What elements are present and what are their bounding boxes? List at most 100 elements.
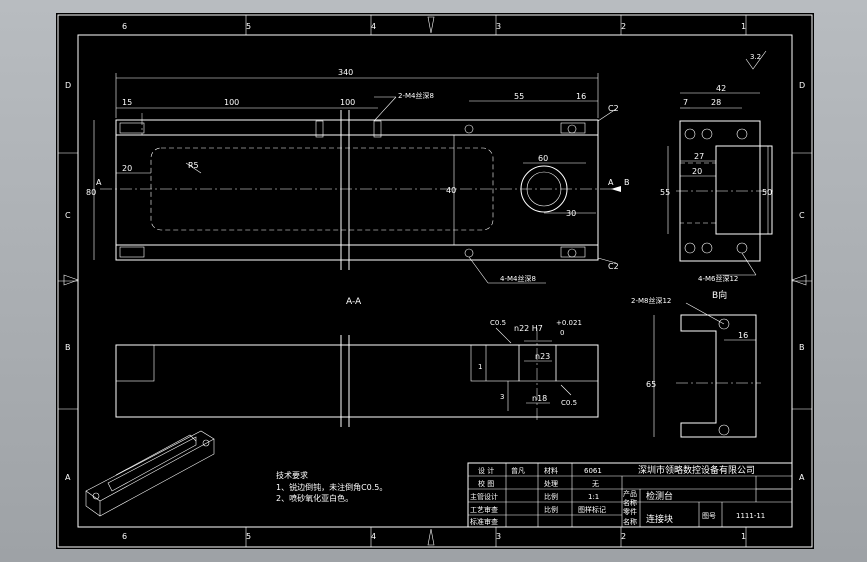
zone-labels: 6 5 4 3 2 1 6 5 4 3 2 1 D C B A D C B A <box>65 22 805 541</box>
dim-60: 60 <box>538 154 548 163</box>
tech-line: 2、喷砂氧化亚白色。 <box>276 493 353 503</box>
row-label: A <box>799 473 805 482</box>
tech-requirements: 技术要求 1、锐边倒钝，未注倒角C0.5。 2、喷砂氧化亚白色。 <box>276 470 387 503</box>
svg-text:图样标记: 图样标记 <box>578 505 606 514</box>
dim-20: 20 <box>692 167 702 176</box>
svg-text:主管设计: 主管设计 <box>470 492 498 501</box>
tech-title: 技术要求 <box>276 470 308 480</box>
col-label: 3 <box>496 532 501 541</box>
svg-text:名称: 名称 <box>623 517 637 526</box>
title-block: 深圳市领略数控设备有限公司 设 计 曾凡 材料 6061 校 图 处理 无 主管… <box>467 462 793 528</box>
dim-tol-upper: +0.021 <box>556 319 582 327</box>
svg-text:3.2: 3.2 <box>750 53 761 61</box>
dim-15: 15 <box>122 98 132 107</box>
dim-tol-lower: 0 <box>560 329 564 337</box>
svg-text:工艺审查: 工艺审查 <box>470 505 498 514</box>
chamfer-c2: C2 <box>608 262 619 271</box>
svg-text:处理: 处理 <box>544 479 558 488</box>
dim-r5: R5 <box>188 161 199 170</box>
dim-30: 30 <box>566 209 576 218</box>
dim-bore: n22 H7 <box>514 324 543 333</box>
row-label: B <box>65 343 71 352</box>
cad-drawing: 6 5 4 3 2 1 6 5 4 3 2 1 D C B A D C B A … <box>57 14 813 548</box>
front-view: 340 15 100 100 55 16 20 R5 60 30 80 40 2… <box>86 68 630 284</box>
dim-80: 80 <box>86 188 96 197</box>
svg-text:6061: 6061 <box>584 467 602 475</box>
tech-line: 1、锐边倒钝，未注倒角C0.5。 <box>276 482 387 492</box>
col-label: 1 <box>741 22 746 31</box>
chamfer-c05: C0.5 <box>490 319 506 327</box>
isometric-view <box>85 430 215 517</box>
svg-text:产品: 产品 <box>623 489 637 498</box>
dim-20: 20 <box>122 164 132 173</box>
col-label: 5 <box>246 532 251 541</box>
dim-1: 1 <box>478 363 482 371</box>
part-name: 连接块 <box>646 513 673 525</box>
part-number: 1111-11 <box>736 512 765 520</box>
view-arrow <box>611 186 621 192</box>
col-label: 6 <box>122 22 127 31</box>
row-label: D <box>65 81 71 90</box>
section-a: A <box>96 178 102 187</box>
svg-text:校 图: 校 图 <box>478 479 494 488</box>
svg-text:图号: 图号 <box>702 512 716 520</box>
col-label: 6 <box>122 532 127 541</box>
svg-text:比例: 比例 <box>544 505 558 514</box>
view-b: B <box>624 178 630 187</box>
callout-side-holes: 4-M6丝深12 <box>698 274 738 283</box>
dim-n23: n23 <box>535 352 550 361</box>
dim-n18: n18 <box>532 394 547 403</box>
row-label: B <box>799 343 805 352</box>
dim-28: 28 <box>711 98 721 107</box>
dim-7: 7 <box>683 98 688 107</box>
b-view: B向 2-M8丝深12 16 65 <box>631 289 761 438</box>
row-label: D <box>799 81 805 90</box>
section-view: A-A n22 H7 +0.021 0 n23 n18 C0.5 C0 <box>115 297 599 427</box>
dim-16: 16 <box>576 92 586 101</box>
inner-border <box>77 34 793 528</box>
centering-marks <box>63 16 807 546</box>
chamfer-c05: C0.5 <box>561 399 577 407</box>
dim-100: 100 <box>340 98 355 107</box>
svg-text:比例: 比例 <box>544 492 558 501</box>
col-label: 2 <box>621 22 626 31</box>
callout-bottom-holes: 4-M4丝深8 <box>500 274 536 283</box>
section-title: A-A <box>346 297 362 307</box>
dim-55: 55 <box>660 188 670 197</box>
dim-27: 27 <box>694 152 704 161</box>
dim-3: 3 <box>500 393 504 401</box>
callout-bview-holes: 2-M8丝深12 <box>631 296 671 305</box>
dim-100: 100 <box>224 98 239 107</box>
dim-50: 50 <box>762 188 772 197</box>
row-label: C <box>799 211 805 220</box>
dim-42: 42 <box>716 84 726 93</box>
svg-text:材料: 材料 <box>544 466 558 475</box>
roughness-symbol: 3.2 <box>745 50 767 70</box>
chamfer-c2: C2 <box>608 104 619 113</box>
svg-text:名称: 名称 <box>623 498 637 507</box>
svg-text:无: 无 <box>592 480 599 488</box>
svg-text:设 计: 设 计 <box>478 466 494 475</box>
dim-40: 40 <box>446 186 456 195</box>
col-label: 5 <box>246 22 251 31</box>
dim-55: 55 <box>514 92 524 101</box>
zone-ticks <box>58 15 812 547</box>
col-label: 3 <box>496 22 501 31</box>
svg-text:标准审查: 标准审查 <box>470 517 498 526</box>
dim-16: 16 <box>738 331 748 340</box>
row-label: C <box>65 211 71 220</box>
product-name: 检测台 <box>646 490 673 502</box>
company-name: 深圳市领略数控设备有限公司 <box>638 464 755 476</box>
section-a: A <box>608 178 614 187</box>
dim-340: 340 <box>338 68 353 77</box>
bview-title: B向 <box>712 289 727 301</box>
side-view: 42 7 28 27 20 55 50 4-M6丝深12 <box>660 84 776 283</box>
svg-text:零件: 零件 <box>623 507 637 516</box>
drawing-sheet: 6 5 4 3 2 1 6 5 4 3 2 1 D C B A D C B A … <box>56 13 814 549</box>
col-label: 4 <box>371 532 376 541</box>
col-label: 4 <box>371 22 376 31</box>
svg-text:曾凡: 曾凡 <box>511 466 525 475</box>
svg-text:1:1: 1:1 <box>588 493 599 501</box>
col-label: 1 <box>741 532 746 541</box>
